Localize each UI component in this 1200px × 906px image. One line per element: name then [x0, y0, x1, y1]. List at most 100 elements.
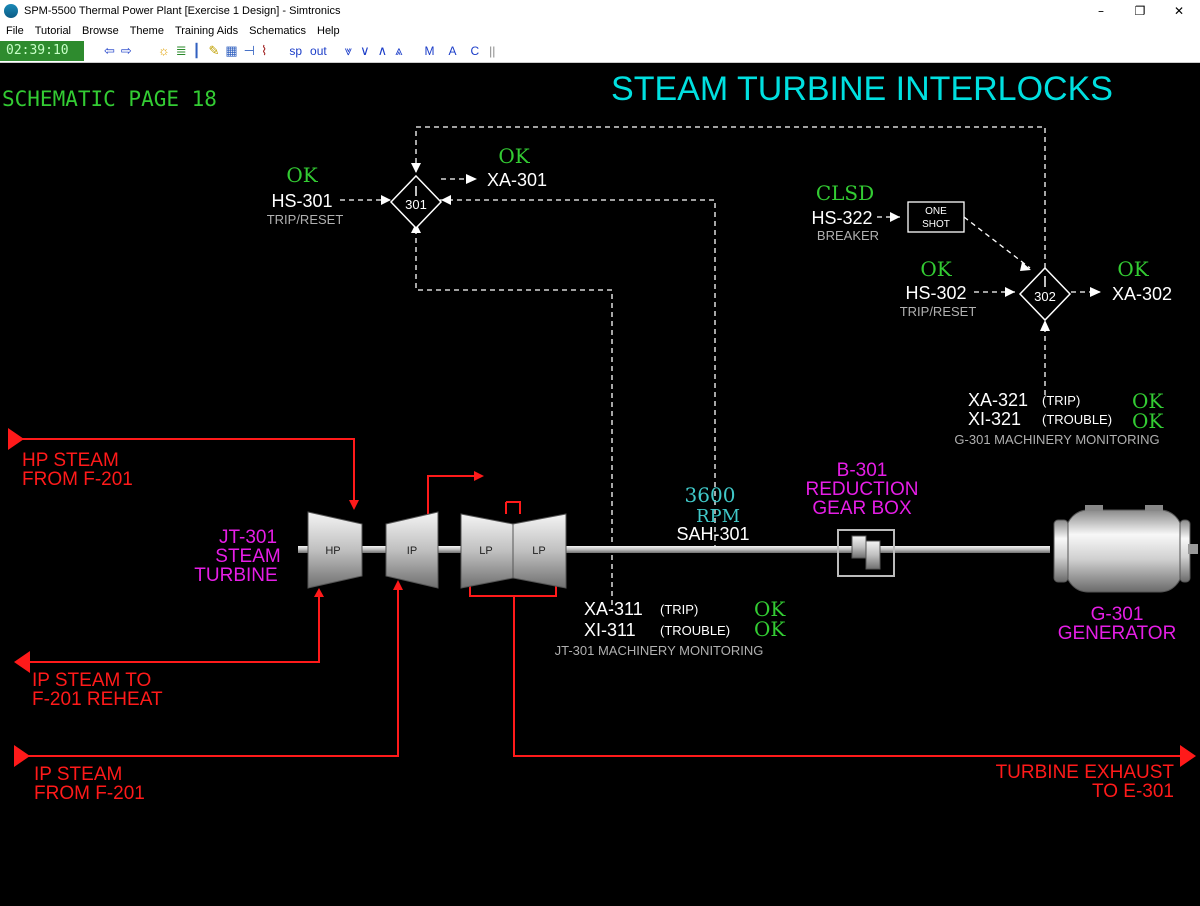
hs-302-desc: TRIP/RESET	[900, 304, 977, 319]
xa-302-tag[interactable]: XA-302	[1112, 284, 1172, 304]
ip-label: IP	[407, 545, 417, 557]
double-chevron-down-icon[interactable]: ⩔	[344, 42, 353, 58]
xi-321-tag[interactable]: XI-321	[968, 409, 1021, 429]
xi-311-label: (TROUBLE)	[660, 623, 730, 638]
lp-turbine[interactable]: LP LP	[460, 513, 567, 589]
trend-icon[interactable]: ⌇	[261, 42, 268, 58]
hs-322-status: CLSD	[816, 181, 874, 205]
menu-browse[interactable]: Browse	[82, 24, 119, 37]
xi-321-status: OK	[1132, 409, 1164, 433]
menu-tutorial[interactable]: Tutorial	[34, 24, 72, 37]
exhaust-label-2: TO E-301	[1092, 781, 1174, 802]
lp2-label: LP	[532, 545, 545, 557]
double-chevron-up-icon[interactable]: ⩓	[395, 42, 403, 58]
menu-training-aids[interactable]: Training Aids	[174, 24, 239, 37]
back-arrow-icon[interactable]: ⇦	[104, 42, 115, 58]
xa-301-status: OK	[498, 144, 530, 168]
grid-icon[interactable]: ▦	[225, 42, 238, 58]
forward-arrow-icon[interactable]: ⇨	[120, 42, 132, 58]
xi-311-tag[interactable]: XI-311	[584, 620, 636, 640]
simulation-clock: 02:39:10	[0, 40, 84, 61]
manual-mode-button[interactable]: M	[424, 43, 435, 58]
xa-321-status: OK	[1132, 389, 1164, 413]
signal-arrowheads	[381, 163, 1101, 331]
jt-301-tag: JT-301	[219, 527, 277, 548]
hs-301-tag[interactable]: HS-301	[271, 191, 332, 211]
ip-steam-out-label-1: IP STEAM TO	[32, 670, 151, 691]
hp-turbine[interactable]: HP	[307, 511, 363, 589]
xi-321-label: (TROUBLE)	[1042, 412, 1112, 427]
hs-302-tag[interactable]: HS-302	[905, 283, 966, 303]
bar-list-icon[interactable]: ≣	[175, 42, 187, 58]
one-shot-block: ONE SHOT	[907, 201, 965, 233]
xa-311-label: (TRIP)	[660, 602, 698, 617]
menu-bar: File Tutorial Browse Theme Training Aids…	[0, 22, 1200, 39]
hs-322-tag[interactable]: HS-322	[811, 208, 872, 228]
jt-301-monitoring-desc: JT-301 MACHINERY MONITORING	[555, 643, 764, 658]
minimize-button[interactable]: –	[1098, 4, 1104, 18]
toolbar-separator: ||	[489, 43, 496, 58]
output-button[interactable]: out	[310, 43, 327, 58]
ip-steam-in-label-1: IP STEAM	[34, 764, 122, 785]
window-title-bar: SPM-5500 Thermal Power Plant [Exercise 1…	[0, 0, 1200, 22]
auto-mode-button[interactable]: A	[448, 43, 457, 58]
one-shot-line2: SHOT	[922, 219, 950, 230]
cascade-mode-button[interactable]: C	[470, 43, 480, 58]
sun-icon[interactable]: ☼	[157, 42, 170, 58]
jt-301-line2: STEAM	[215, 546, 280, 567]
window-title: SPM-5500 Thermal Power Plant [Exercise 1…	[24, 5, 341, 17]
menu-help[interactable]: Help	[317, 24, 340, 37]
schematic-canvas: STEAM TURBINE INTERLOCKS SCHEMATIC PAGE …	[2, 70, 1198, 804]
hs-301-desc: TRIP/RESET	[267, 212, 344, 227]
g-301-monitoring-desc: G-301 MACHINERY MONITORING	[954, 432, 1159, 447]
close-button[interactable]: ✕	[1173, 4, 1185, 18]
hp-steam-label-2: FROM F-201	[22, 469, 133, 490]
generator[interactable]	[1053, 505, 1198, 593]
interlock-302[interactable]: 302	[1018, 266, 1072, 322]
ip-turbine[interactable]: IP	[385, 511, 439, 589]
g-301-tag: G-301	[1091, 604, 1144, 625]
generator-label: GENERATOR	[1058, 623, 1177, 644]
xa-311-tag[interactable]: XA-311	[584, 599, 643, 619]
one-shot-line1: ONE	[925, 206, 947, 217]
bar-chart-icon[interactable]: ┃	[192, 42, 201, 58]
menu-file[interactable]: File	[6, 24, 24, 37]
xi-311-status: OK	[754, 617, 786, 641]
steam-lines	[20, 438, 1185, 757]
steam-arrowheads	[8, 428, 1196, 767]
interlock-302-id: 302	[1034, 289, 1056, 304]
hs-301-status: OK	[286, 163, 318, 187]
maximize-button[interactable]: ❐	[1134, 4, 1146, 18]
menu-theme[interactable]: Theme	[129, 24, 164, 37]
lp1-label: LP	[479, 545, 492, 557]
flow-icon[interactable]: ⊣	[243, 42, 255, 58]
hs-322-desc: BREAKER	[817, 228, 879, 243]
interlock-301-id: 301	[405, 197, 427, 212]
hp-steam-label-1: HP STEAM	[22, 450, 119, 471]
speed-unit: RPM	[696, 506, 740, 527]
setpoint-button[interactable]: sp	[289, 43, 303, 58]
pencil-icon[interactable]: ✎	[208, 42, 220, 58]
exhaust-label-1: TURBINE EXHAUST	[996, 762, 1175, 783]
chevron-down-icon[interactable]: ∨	[360, 42, 370, 58]
turbine-shaft	[298, 546, 1050, 553]
reduction-gearbox[interactable]	[837, 529, 895, 577]
xa-311-status: OK	[754, 597, 786, 621]
hp-label: HP	[325, 545, 340, 557]
page-label: SCHEMATIC PAGE 18	[2, 87, 217, 111]
xa-321-label: (TRIP)	[1042, 393, 1080, 408]
hs-302-status: OK	[920, 257, 952, 281]
toolbar: 02:39:10 ⇦ ⇨ ☼ ≣ ┃ ✎ ▦ ⊣ ⌇ sp out ⩔ ∨ ∧ …	[0, 39, 1200, 63]
gearbox-line2: REDUCTION	[806, 479, 919, 500]
ip-steam-in-label-2: FROM F-201	[34, 783, 145, 804]
menu-schematics[interactable]: Schematics	[249, 24, 306, 37]
xa-301-tag[interactable]: XA-301	[487, 170, 547, 190]
xa-321-tag[interactable]: XA-321	[968, 390, 1028, 410]
ip-steam-out-label-2: F-201 REHEAT	[32, 689, 163, 710]
chevron-up-icon[interactable]: ∧	[377, 42, 388, 58]
speed-value: 3600	[685, 483, 736, 507]
interlock-301[interactable]: 301	[389, 174, 443, 230]
sah-301-tag[interactable]: SAH-301	[676, 524, 749, 544]
schematic-title: STEAM TURBINE INTERLOCKS	[611, 70, 1113, 108]
b-301-tag: B-301	[837, 460, 888, 481]
